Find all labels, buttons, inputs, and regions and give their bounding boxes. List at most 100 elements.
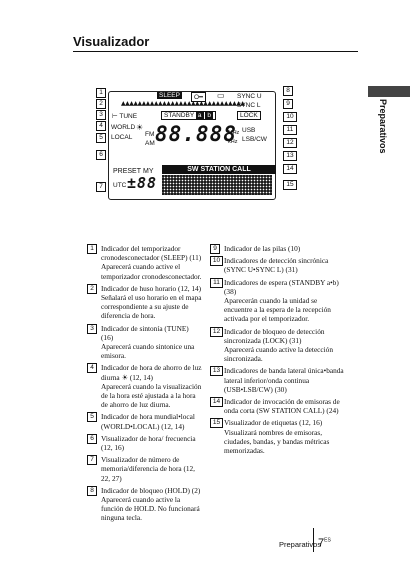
standby-indicator: STANDBY a b <box>161 111 216 120</box>
list-item: 4 Indicador de hora de ahorro de luz diur… <box>87 363 202 409</box>
item-extra: Aparecerá cuando active la detección sin… <box>224 345 333 364</box>
item-desc: Indicadores de banda lateral única•banda… <box>224 366 344 394</box>
item-desc: Indicador de bloqueo de detección sincro… <box>224 326 325 345</box>
item-desc: Indicador de invocación de emisoras de o… <box>224 397 340 416</box>
sleep-indicator: SLEEP <box>157 92 182 99</box>
item-number: 6 <box>87 433 97 444</box>
time-zone-triangles: ▲▲▲▲▲▲▲▲▲▲▲▲▲▲▲▲▲▲▲▲▲▲▲▲▲▲▲▲▲▲ <box>121 100 245 107</box>
list-item: 2 Indicador de huso horario (12, 14)Señal… <box>87 283 202 321</box>
world-indicator: WORLD <box>111 124 136 131</box>
callout-10: 10 <box>283 112 297 122</box>
usb-indicator: USB <box>242 127 256 134</box>
item-number: 10 <box>210 256 223 267</box>
item-desc: Indicador de sintonía (TUNE) (16) <box>101 323 189 342</box>
callout-2: 2 <box>96 99 106 109</box>
list-item: 3 Indicador de sintonía (TUNE) (16)Aparec… <box>87 323 202 361</box>
page-title: Visualizador <box>73 34 150 49</box>
battery-icon: ▭ <box>217 91 225 100</box>
khz-unit: kHz <box>228 139 238 145</box>
item-extra: Aparecerá cuando la visualización de la … <box>101 381 202 410</box>
callout-9: 9 <box>283 99 293 109</box>
standby-a: a <box>195 112 204 119</box>
item-desc: Indicador del temporizador cronodesconec… <box>101 244 202 263</box>
item-desc: Visualizador de número de memoria/difere… <box>101 455 196 483</box>
callout-5: 5 <box>96 133 106 143</box>
item-number: 7 <box>87 455 97 466</box>
standby-b: b <box>205 112 213 119</box>
footer-rule <box>313 528 314 552</box>
item-desc: Indicadores de espera (STANDBY a•b) (38) <box>224 277 339 296</box>
item-number: 3 <box>87 323 97 334</box>
page-number-suffix: ES <box>324 537 331 544</box>
page-number-value: 7 <box>318 537 325 549</box>
side-tab-bar <box>368 86 410 97</box>
item-desc: Visualizador de etiquetas (12, 16) <box>224 418 323 428</box>
local-indicator: LOCAL <box>111 134 133 141</box>
list-item: 7 Visualizador de número de memoria/difer… <box>87 455 202 483</box>
label-dot-matrix <box>162 175 272 195</box>
callout-3: 3 <box>96 110 106 120</box>
sync-l-indicator: SYNC L <box>237 102 261 109</box>
item-extra: Aparecerán cuando la unidad se encuentre… <box>224 296 331 324</box>
list-item: 9 Indicador de las pilas (10) <box>210 244 345 254</box>
footer-section-label: Preparativos <box>279 540 322 549</box>
item-extra: Aparecerá cuando active el temporizador … <box>101 262 202 281</box>
item-number: 2 <box>87 283 97 294</box>
fm-indicator: FM <box>145 131 155 138</box>
tune-indicator: ⊢ TUNE <box>112 113 138 120</box>
lcd-display-diagram: ▲▲▲▲▲▲▲▲▲▲▲▲▲▲▲▲▲▲▲▲▲▲▲▲▲▲▲▲▲▲ SLEEP O━ … <box>108 91 276 200</box>
frequency-digits: 88.888 <box>155 122 237 146</box>
sync-u-indicator: SYNC U <box>237 93 262 100</box>
item-number: 12 <box>210 326 223 337</box>
lsb-cw-indicator: LSB/CW <box>242 136 267 143</box>
item-number: 8 <box>87 485 97 496</box>
side-tab-label: Preparativos <box>378 99 388 154</box>
items-left-column: 1 Indicador del temporizador cronodescone… <box>87 244 202 526</box>
item-extra: Señalará el uso horario en el mapa corre… <box>101 293 202 321</box>
list-item: 1 Indicador del temporizador cronodescone… <box>87 244 202 281</box>
item-extra: Visualizará nombres de emisoras, ciudade… <box>224 427 330 456</box>
item-number: 4 <box>87 363 97 374</box>
sw-station-call-indicator: SW STATION CALL <box>162 165 276 174</box>
tune-label: TUNE <box>119 113 138 120</box>
item-desc: Indicador de hora de ahorro de luz diurn… <box>101 363 202 382</box>
standby-label: STANDBY <box>164 112 195 119</box>
item-number: 11 <box>210 277 223 288</box>
item-desc: Indicador de hora mundial•local (WORLD•L… <box>101 412 195 431</box>
callout-4: 4 <box>96 121 106 131</box>
my-indicator: MY <box>143 168 154 175</box>
list-item: 6 Visualizador de hora/ frecuencia (12, 1… <box>87 433 202 453</box>
item-extra: Aparecerá cuando sintonice una emisora. <box>101 342 195 361</box>
callout-7: 7 <box>96 182 106 192</box>
item-number: 15 <box>210 418 223 429</box>
item-desc: Indicadores de detección sincrónica (SYN… <box>224 256 329 275</box>
item-number: 9 <box>210 244 220 254</box>
item-number: 14 <box>210 397 223 408</box>
item-number: 13 <box>210 366 223 377</box>
utc-indicator: UTC <box>113 182 127 189</box>
item-desc: Visualizador de hora/ frecuencia (12, 16… <box>101 433 196 453</box>
callout-6: 6 <box>96 150 106 160</box>
list-item: 5 Indicador de hora mundial•local (WORLD•… <box>87 412 202 431</box>
lock-indicator: LOCK <box>237 111 261 120</box>
item-desc: Indicador de bloqueo (HOLD) (2) <box>101 485 201 495</box>
callout-14: 14 <box>283 164 297 174</box>
item-number: 1 <box>87 244 97 254</box>
item-desc: Indicador de las pilas (10) <box>224 244 301 253</box>
callout-13: 13 <box>283 151 297 161</box>
callout-8: 8 <box>283 86 293 96</box>
page-number: 7ES <box>318 537 331 549</box>
mhz-unit: MHz <box>228 130 240 136</box>
callout-12: 12 <box>283 138 297 148</box>
item-number: 5 <box>87 412 97 423</box>
title-rule <box>73 51 358 52</box>
utc-digits: ±88 <box>127 174 158 192</box>
item-desc: Indicador de huso horario (12, 14) <box>101 283 202 293</box>
